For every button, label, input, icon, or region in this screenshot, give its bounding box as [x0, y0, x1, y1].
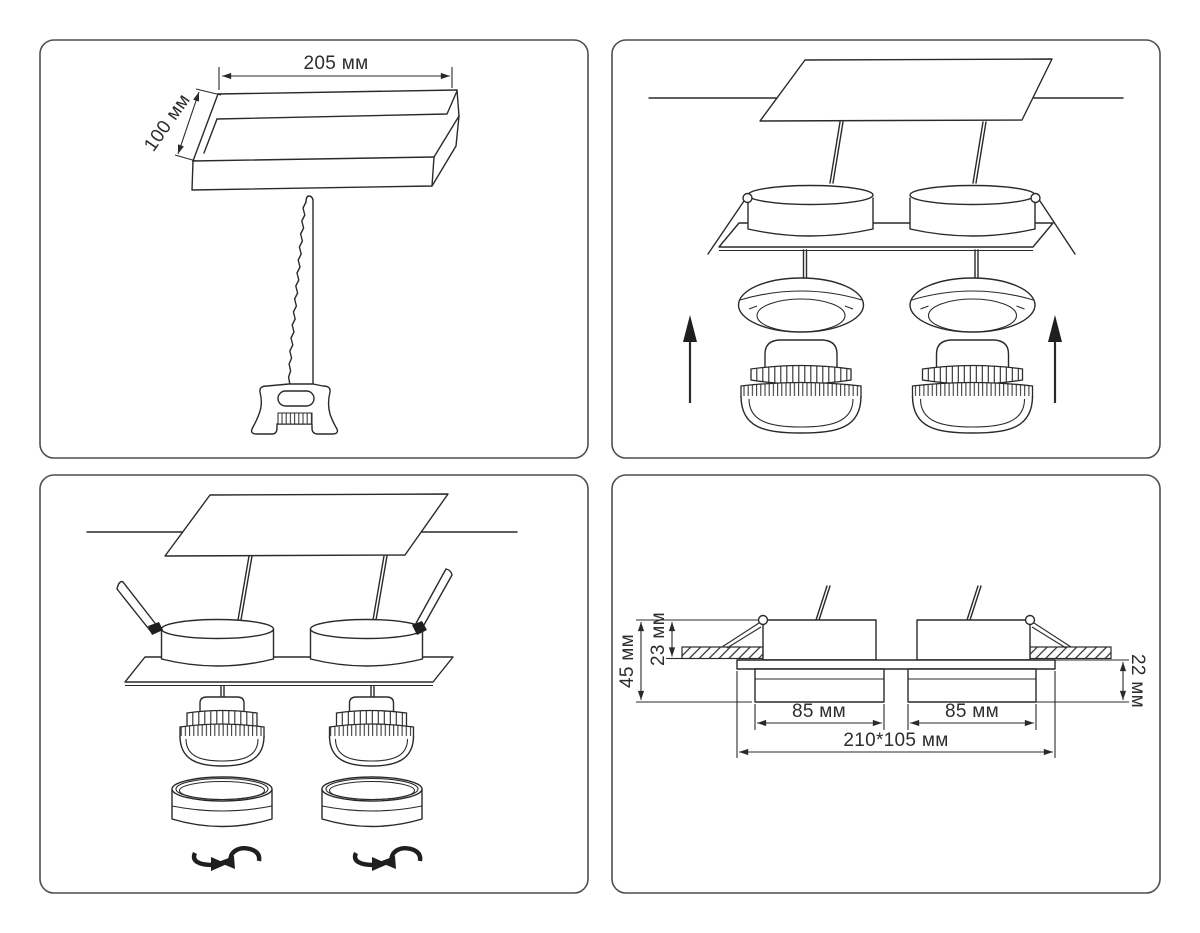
supply-wires — [829, 121, 987, 184]
overall-size-label: 210*105 мм — [843, 730, 948, 751]
lamp-recess — [754, 668, 885, 703]
panel-step1-cutout: 205 мм 100 мм — [39, 39, 589, 459]
panel-step4-dimensions: 45 мм 23 мм 22 мм 85 мм 85 мм — [611, 474, 1161, 894]
spring-pivot — [757, 614, 769, 626]
cutout-width-label: 205 мм — [304, 53, 369, 74]
spring-clip-icon — [116, 580, 163, 635]
spring-pivot — [1030, 192, 1041, 204]
total-height-label: 45 мм — [617, 634, 638, 688]
ceiling-tile-icon — [164, 493, 449, 557]
right-width-label: 85 мм — [945, 701, 999, 722]
panel-border — [39, 39, 589, 459]
fixture-frame-icon — [707, 184, 1076, 255]
spring-clip-icon — [721, 622, 1072, 649]
fixture-body-right — [909, 184, 1036, 237]
below-height-label: 22 мм — [1127, 654, 1148, 708]
lamp-wires — [802, 249, 979, 280]
ceiling-cross-section — [1029, 646, 1112, 660]
supply-wires — [815, 585, 982, 621]
dimension-total-height: 45 мм — [617, 619, 758, 703]
fixture-body-left — [747, 184, 874, 237]
shade-ring-icon — [321, 776, 423, 828]
spring-clip-icon — [412, 568, 453, 635]
fixture-housing — [916, 619, 1031, 661]
spring-pivot — [1024, 614, 1036, 626]
spring-pivot — [742, 192, 753, 204]
fixture-body-left — [160, 618, 275, 667]
cutout-tray-icon — [191, 89, 460, 191]
dimension-right-width: 85 мм — [907, 701, 1037, 730]
lamp-recess — [907, 668, 1037, 703]
keyhole-saw-icon — [250, 195, 339, 435]
saw-handle-grip — [277, 412, 313, 425]
fixture-body-right — [309, 618, 424, 667]
spring-clip-icon — [1039, 200, 1076, 255]
dimension-overall: 210*105 мм — [736, 671, 1056, 758]
panel-border — [611, 39, 1161, 459]
ceiling-cross-section — [681, 646, 764, 660]
trim-plate — [736, 659, 1056, 670]
fixture-housing — [762, 619, 877, 661]
dimension-recess-height: 23 мм — [648, 612, 682, 666]
left-width-label: 85 мм — [792, 701, 846, 722]
trim-ring-icon — [909, 277, 1036, 333]
spring-clip-icon — [707, 200, 745, 255]
panel-step2-insert — [611, 39, 1161, 459]
trim-ring-icon — [737, 277, 865, 333]
supply-wires — [237, 555, 388, 621]
panel-border — [611, 474, 1161, 894]
cutout-width-dimension: 205 мм — [218, 53, 453, 90]
panel-step3-twist — [39, 474, 589, 894]
shade-ring-icon — [171, 776, 273, 828]
recess-height-label: 23 мм — [648, 612, 669, 666]
dimension-below-height: 22 мм — [1036, 654, 1148, 708]
fixture-frame-icon — [116, 568, 454, 687]
dimension-left-width: 85 мм — [754, 701, 885, 730]
saw-handle-hole — [277, 390, 315, 407]
ceiling-tile-icon — [759, 58, 1053, 122]
